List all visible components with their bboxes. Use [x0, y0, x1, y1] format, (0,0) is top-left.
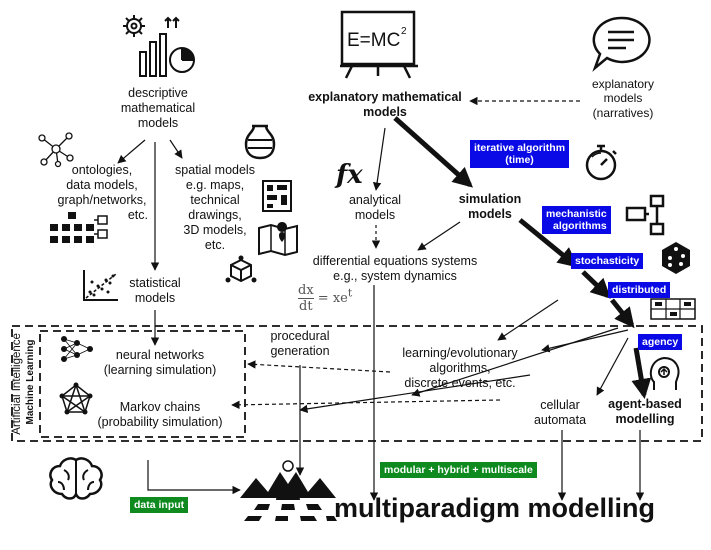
- edge-desc-ontologies: [117, 139, 146, 164]
- dice-icon: [662, 242, 690, 274]
- svg-text:2: 2: [401, 26, 407, 37]
- ml-label: Machine Learning: [25, 339, 36, 425]
- stochasticity-badge: stochasticity: [571, 253, 644, 270]
- markov-chains: Markov chains(probability simulation): [97, 400, 223, 429]
- edge-agent-markov: [299, 374, 531, 414]
- head-gear-icon: [649, 356, 680, 390]
- ontologies-node: ontologies,data models,graph/networks,et…: [57, 163, 148, 222]
- edge-math-simulation: [393, 116, 473, 188]
- edge-learning-neural: [247, 360, 391, 373]
- modular-badge: modular + hybrid + multiscale: [380, 462, 537, 479]
- chessboard-landscape-icon: [240, 460, 337, 521]
- scatter-plot-icon: [83, 270, 118, 301]
- grid-icon: [650, 298, 696, 320]
- multiparadigm-modelling: multiparadigm modelling: [334, 493, 656, 523]
- agency-badge: agency: [638, 334, 683, 351]
- hierarchy-icon: [50, 212, 108, 243]
- speech-bubble-icon: [592, 16, 651, 72]
- edge-to-agent: [631, 347, 652, 399]
- neural-networks: neural networks(learning simulation): [103, 348, 217, 377]
- function-icon: fx: [336, 160, 363, 190]
- building-map-icon: [262, 180, 292, 212]
- map-icon: [258, 222, 298, 257]
- ai-label: Artificial Intelligence: [11, 333, 24, 435]
- edge-branch-learning: [497, 299, 559, 341]
- markov-graph-icon: [59, 382, 93, 415]
- edge-cellular-markov: [231, 399, 501, 410]
- edge-datainput: [147, 460, 241, 495]
- gear-chart-icon: [123, 15, 195, 77]
- stopwatch-icon: [585, 144, 617, 181]
- edge-agent-procedural: [411, 327, 619, 397]
- edge-sim-diffeq: [417, 221, 461, 251]
- edge-agent-learning: [541, 329, 629, 353]
- diffeq-formula: dx dt = xet: [298, 283, 353, 314]
- vase-icon: [244, 124, 276, 160]
- edge-agent-cellular: [596, 337, 629, 396]
- edge-sim-branch: [518, 218, 579, 268]
- edge-desc-spatial: [169, 139, 183, 159]
- edge-branch-2: [581, 270, 611, 299]
- distributed-badge: distributed: [608, 282, 671, 299]
- neural-net-icon: [61, 336, 93, 362]
- brain-icon: [49, 457, 103, 500]
- board-formula-icon: E=MC 2: [340, 10, 418, 79]
- svg-text:E=MC: E=MC: [347, 30, 400, 51]
- data-input-badge: data input: [130, 497, 189, 514]
- edge-math-analytical: [372, 127, 386, 191]
- flowchart-icon: [625, 194, 665, 236]
- iterative-badge: iterative algorithm(time): [470, 140, 570, 169]
- cube-icon: [225, 255, 257, 283]
- edge-branch-3: [610, 298, 635, 329]
- ai-box: [11, 325, 703, 442]
- network-graph-icon: [38, 132, 74, 168]
